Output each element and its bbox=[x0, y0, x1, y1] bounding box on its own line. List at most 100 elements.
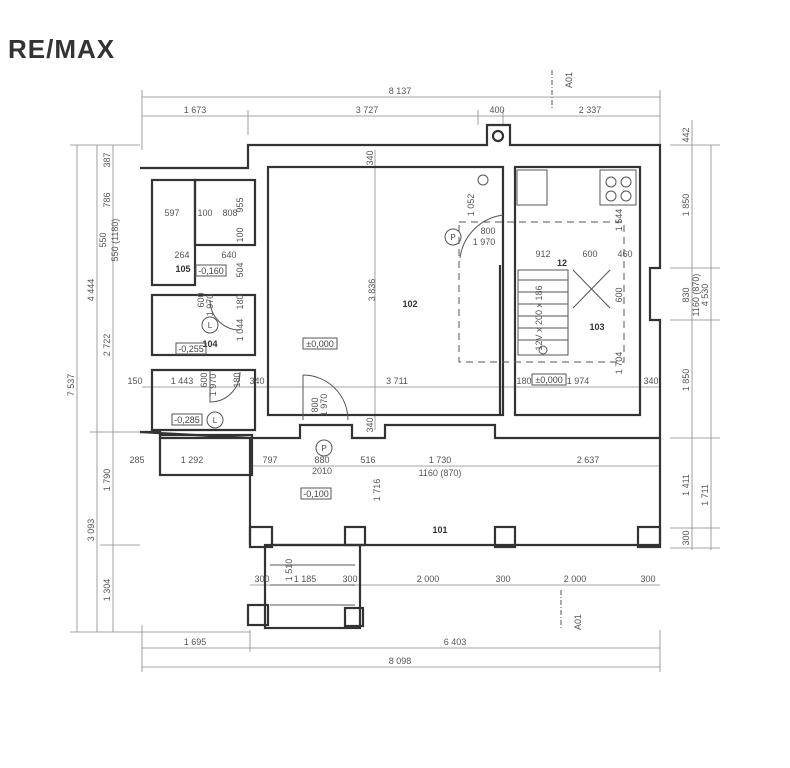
dimension-label: 550 (1180) bbox=[110, 219, 120, 262]
dimension-label: 300 bbox=[254, 574, 269, 584]
dimension-label: 300 bbox=[342, 574, 357, 584]
dimension-label: 640 bbox=[221, 250, 236, 260]
dimension-label: 1 544 bbox=[614, 209, 624, 232]
dimension-label: 1 970 bbox=[473, 237, 496, 247]
dimension-label: 2 000 bbox=[417, 574, 440, 584]
dimension-label: 1 730 bbox=[429, 455, 452, 465]
dimension-label: 460 bbox=[617, 249, 632, 259]
dimension-label: 180 bbox=[235, 294, 245, 309]
p-symbol: P bbox=[321, 444, 326, 453]
dimension-label: 550 bbox=[98, 232, 108, 247]
dimension-label: 150 bbox=[127, 376, 142, 386]
dimension-label: 2010 bbox=[312, 466, 332, 476]
dimension-label: 1 695 bbox=[184, 637, 207, 647]
dimension-label: 830 bbox=[681, 287, 691, 302]
dimension-label: 2 722 bbox=[102, 334, 112, 357]
dimension-label: 340 bbox=[249, 376, 264, 386]
dimension-label: 300 bbox=[681, 530, 691, 545]
dimension-label: 1 711 bbox=[700, 484, 710, 506]
dimension-label: 912 bbox=[535, 249, 550, 259]
dimension-label: 800 bbox=[310, 397, 320, 412]
dimension-label: 8 098 bbox=[389, 656, 412, 666]
room-104-label: 104 bbox=[202, 339, 217, 349]
dimension-label: 955 bbox=[235, 197, 245, 212]
section-marker-top: A01 bbox=[564, 72, 574, 88]
dimension-label: 504 bbox=[235, 262, 245, 277]
dimension-label: 1 970 bbox=[319, 394, 329, 417]
dimension-label: 2 337 bbox=[579, 105, 602, 115]
room-102-label: 102 bbox=[402, 299, 417, 309]
stair-spec-label: 12V x 200 x 186 bbox=[534, 285, 544, 350]
dimension-label: 1 411 bbox=[681, 474, 691, 496]
dimension-label: 340 bbox=[643, 376, 658, 386]
dimension-label: 3 727 bbox=[356, 105, 379, 115]
room-101-label: 101 bbox=[432, 525, 447, 535]
dimension-label: 2 000 bbox=[564, 574, 587, 584]
level-101: -0,100 bbox=[303, 489, 329, 499]
dimension-label: 1 292 bbox=[181, 455, 204, 465]
l-symbol: L bbox=[213, 416, 218, 425]
p-symbol: P bbox=[450, 233, 455, 242]
symbols: P P L L bbox=[201, 228, 462, 457]
dimension-label: 797 bbox=[262, 455, 277, 465]
dimension-label: 1 850 bbox=[681, 194, 691, 217]
dimension-label: 1 044 bbox=[235, 319, 245, 342]
walls bbox=[139, 123, 662, 630]
dimension-label: 264 bbox=[174, 250, 189, 260]
dimension-label: 6 403 bbox=[444, 637, 467, 647]
dimension-label: 1 974 bbox=[567, 376, 590, 386]
l-symbol: L bbox=[208, 321, 213, 330]
room-105-label: 105 bbox=[175, 264, 190, 274]
dimension-label: 600 bbox=[199, 372, 209, 387]
dimension-label: 808 bbox=[222, 208, 237, 218]
dimension-label: 180 bbox=[232, 372, 242, 387]
level-hall: -0,285 bbox=[174, 415, 200, 425]
dimension-label: 2 637 bbox=[577, 455, 600, 465]
dimension-label: 3 093 bbox=[86, 519, 96, 542]
dimension-label: 1 185 bbox=[294, 574, 317, 584]
dimension-label: 516 bbox=[360, 455, 375, 465]
dimension-label: 1 716 bbox=[372, 479, 382, 502]
floor-levels: ±0,000 ±0,000 -0,100 -0,160 -0,255 -0,28… bbox=[171, 264, 567, 500]
dimension-label: 1 673 bbox=[184, 105, 207, 115]
dimension-label: 285 bbox=[129, 455, 144, 465]
stair-steps-label: 12 bbox=[557, 258, 567, 268]
dimension-label: 1160 (870) bbox=[419, 468, 462, 478]
dimension-label: 3 711 bbox=[386, 376, 408, 386]
dimension-label: 1 304 bbox=[102, 579, 112, 602]
dimension-label: 4 444 bbox=[86, 279, 96, 302]
dimension-label: 442 bbox=[681, 127, 691, 142]
level-104: -0,255 bbox=[178, 344, 204, 354]
dimension-label: 600 bbox=[614, 287, 624, 302]
dimension-label: 1 443 bbox=[171, 376, 194, 386]
dimension-label: 100 bbox=[197, 208, 212, 218]
dimension-label: 800 bbox=[480, 226, 495, 236]
dimension-label: 1 970 bbox=[205, 294, 215, 317]
dimension-label: 597 bbox=[164, 208, 179, 218]
remax-logo: RE/MAX bbox=[8, 34, 116, 64]
room-103-label: 103 bbox=[589, 322, 604, 332]
level-102: ±0,000 bbox=[306, 339, 333, 349]
dimension-label: 600 bbox=[582, 249, 597, 259]
dimension-label: 1 052 bbox=[466, 194, 476, 217]
dimension-label: 300 bbox=[495, 574, 510, 584]
dimension-label: 3 836 bbox=[367, 279, 377, 302]
dimension-label: 300 bbox=[640, 574, 655, 584]
dimension-label: 600 bbox=[196, 292, 206, 307]
dimension-label: 4 530 bbox=[700, 284, 710, 307]
section-markers: A01 A01 bbox=[551, 70, 583, 630]
dimension-label: 100 bbox=[235, 227, 245, 242]
dimension-label: 1 790 bbox=[102, 469, 112, 492]
dimension-label: 8 137 bbox=[389, 86, 412, 96]
dimension-label: 880 bbox=[314, 455, 329, 465]
dimension-label: 180 bbox=[516, 376, 531, 386]
level-103: ±0,000 bbox=[535, 375, 562, 385]
dimension-label: 340 bbox=[365, 150, 375, 165]
section-marker-bottom: A01 bbox=[573, 614, 583, 630]
interior-stair bbox=[458, 221, 625, 415]
dimension-label: 340 bbox=[365, 417, 375, 432]
dimension-label: 1 510 bbox=[284, 559, 294, 582]
dimension-label: 1 850 bbox=[681, 369, 691, 392]
